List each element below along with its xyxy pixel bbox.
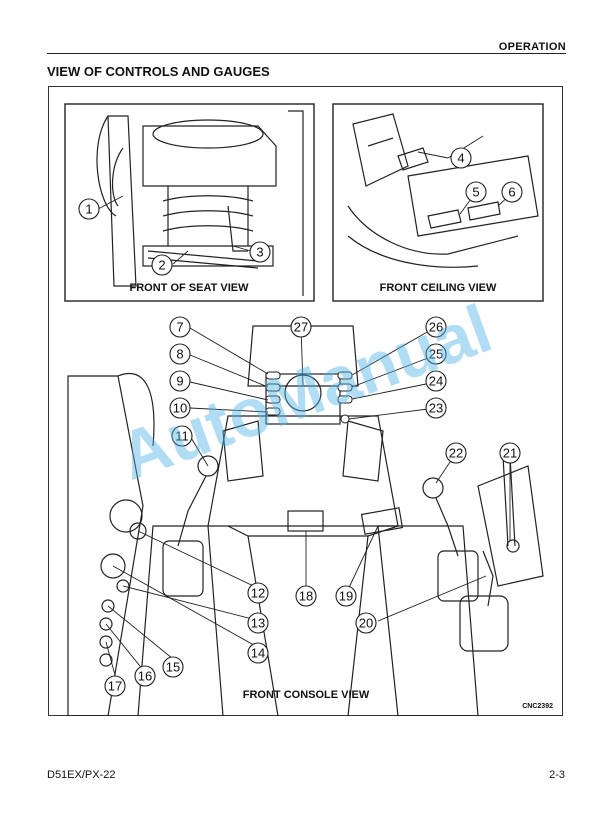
inset-seat-frame: [64, 103, 315, 302]
callout-24: 24: [429, 374, 443, 389]
callout-11: 11: [175, 429, 189, 444]
inset-seat-caption: FRONT OF SEAT VIEW: [130, 282, 250, 294]
section-label: OPERATION: [498, 41, 566, 53]
callout-13: 13: [251, 616, 265, 631]
header-rule: [47, 53, 566, 54]
callout-17: 17: [108, 679, 122, 694]
callout-10: 10: [173, 401, 187, 416]
callout-14: 14: [251, 646, 265, 661]
callout-1: 1: [85, 202, 92, 217]
callout-2: 2: [158, 258, 165, 273]
callout-25: 25: [429, 347, 443, 362]
inset-ceiling-frame: [332, 103, 544, 302]
drawing-code: CNC2392: [522, 703, 553, 710]
callout-5: 5: [472, 185, 479, 200]
controls-illustration: 1 2 3 4 5 6 7 8 9 10 11 12 13 14 15 16 1…: [64, 103, 553, 716]
callout-6: 6: [508, 185, 515, 200]
callout-4: 4: [457, 151, 464, 166]
inset-ceiling-caption: FRONT CEILING VIEW: [380, 282, 497, 294]
callout-16: 16: [138, 669, 152, 684]
callout-18: 18: [299, 589, 313, 604]
callout-12: 12: [251, 586, 265, 601]
callout-22: 22: [449, 446, 463, 461]
callout-7: 7: [176, 320, 183, 335]
callout-19: 19: [339, 589, 353, 604]
callout-26: 26: [429, 320, 443, 335]
footer-page-number: 2-3: [549, 769, 565, 781]
callout-3: 3: [256, 245, 263, 260]
callout-20: 20: [359, 616, 373, 631]
page-title: VIEW OF CONTROLS AND GAUGES: [47, 64, 270, 79]
callout-23: 23: [429, 401, 443, 416]
callout-8: 8: [176, 347, 183, 362]
main-caption: FRONT CONSOLE VIEW: [243, 689, 370, 701]
callout-27: 27: [294, 320, 308, 335]
callout-21: 21: [503, 446, 517, 461]
figure-frame: [48, 86, 563, 716]
callout-9: 9: [176, 374, 183, 389]
footer-model: D51EX/PX-22: [47, 769, 116, 781]
callout-15: 15: [166, 660, 180, 675]
